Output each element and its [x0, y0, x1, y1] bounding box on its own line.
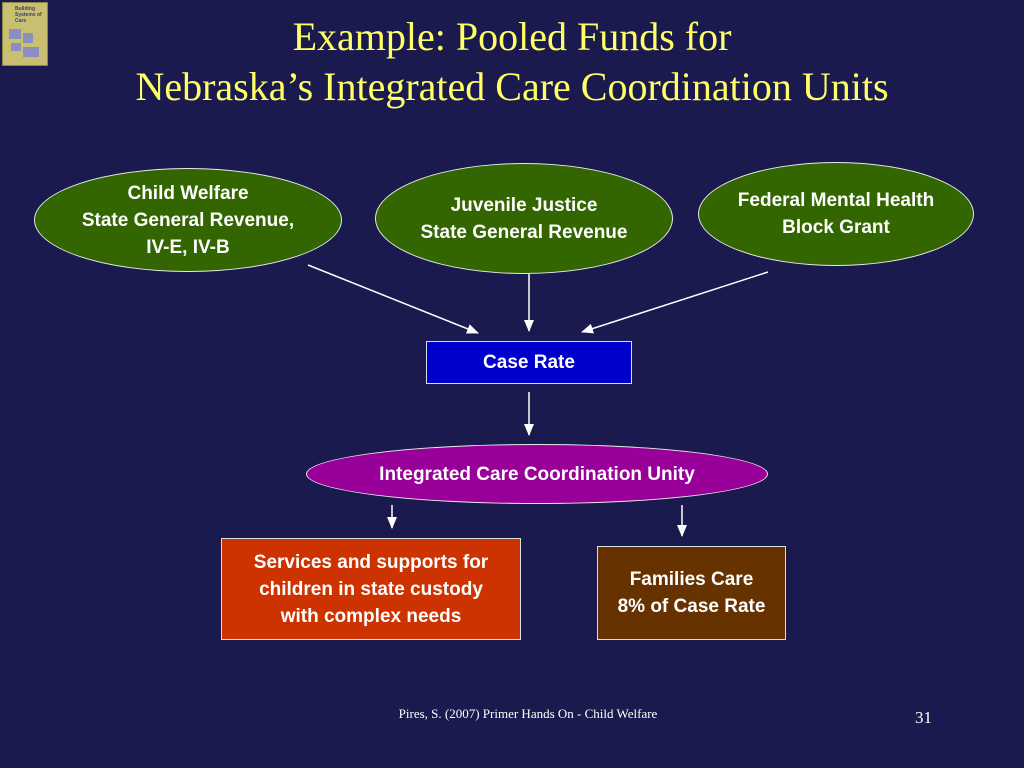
services-line: children in state custody: [259, 578, 483, 600]
source-line: Federal Mental Health: [737, 190, 935, 211]
services-line: Services and supports for: [253, 551, 489, 573]
integrated-care-coordination-unit: Integrated Care Coordination Unity: [306, 444, 768, 504]
source-juvenile-justice: Juvenile Justice State General Revenue: [375, 163, 673, 274]
logo-square: [11, 43, 21, 51]
source-federal-mental-health: Federal Mental Health Block Grant: [698, 162, 974, 266]
services-line: with complex needs: [280, 605, 462, 627]
case-rate-label: Case Rate: [483, 352, 575, 373]
arrow-child-welfare-to-case-rate: [307, 264, 479, 334]
logo-square: [23, 47, 39, 57]
source-child-welfare: Child Welfare State General Revenue, IV-…: [34, 168, 342, 272]
families-care-box: Families Care 8% of Case Rate: [597, 546, 786, 640]
footer-citation: Pires, S. (2007) Primer Hands On - Child…: [398, 706, 658, 721]
logo-square: [9, 29, 21, 39]
source-line: Juvenile Justice: [450, 194, 598, 216]
title-line-2: Nebraska’s Integrated Care Coordination …: [135, 64, 889, 109]
page-number: 31: [915, 708, 932, 727]
icc-label: Integrated Care Coordination Unity: [379, 463, 695, 485]
building-systems-of-care-logo: Building Systems of Care: [2, 2, 48, 66]
families-line: Families Care: [629, 569, 754, 590]
source-line: State General Revenue,: [81, 209, 295, 231]
families-line: 8% of Case Rate: [617, 596, 766, 617]
case-rate-box: Case Rate: [426, 341, 632, 384]
title-line-1: Example: Pooled Funds for: [292, 14, 732, 59]
services-box: Services and supports for children in st…: [221, 538, 521, 640]
logo-square: [23, 33, 33, 43]
source-line: IV-E, IV-B: [146, 236, 230, 258]
slide-title: Example: Pooled Funds for Nebraska’s Int…: [0, 12, 1024, 112]
arrow-mental-health-to-case-rate: [581, 271, 769, 334]
source-line: Block Grant: [782, 217, 890, 238]
logo-text: Building Systems of Care: [15, 6, 42, 24]
source-line: Child Welfare: [127, 182, 249, 204]
source-line: State General Revenue: [420, 221, 628, 243]
